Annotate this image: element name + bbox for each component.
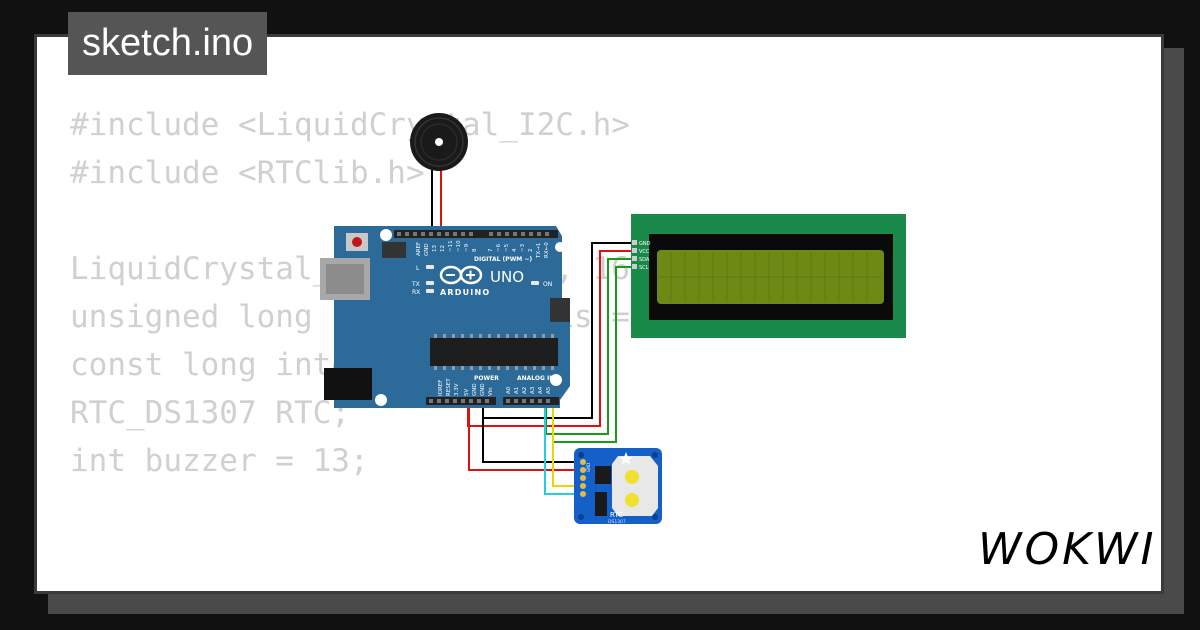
- led-rx: [426, 289, 434, 293]
- pin-label: 7: [488, 248, 494, 252]
- pin-label: A0: [506, 386, 512, 394]
- analog-header-label: ANALOG IN: [517, 375, 554, 382]
- led-label-on: ON: [543, 281, 552, 288]
- pin-label: 12: [440, 245, 446, 252]
- lcd-pin-label: SCL: [639, 265, 649, 271]
- code-line: #include <RTClib.h>: [70, 155, 425, 191]
- pin-label: TX→1: [536, 243, 542, 259]
- power-jack: [324, 368, 372, 400]
- lcd-pin-label: SDA: [639, 257, 650, 263]
- pin-label: GND: [472, 383, 478, 396]
- pin-label: GND: [480, 383, 486, 396]
- led-label-rx: RX: [412, 289, 420, 296]
- arduino-uno-board[interactable]: AREF GND 13 12 ~11 ~10 ~9 8 7 ~6 ~5 4 ~3…: [320, 226, 570, 408]
- code-line: RTC_DS1307 RTC;: [70, 395, 350, 431]
- code-line: void setup() {: [70, 581, 723, 591]
- lcd-pin-label: GND: [639, 241, 651, 247]
- file-tab-title[interactable]: sketch.ino: [68, 12, 268, 75]
- led-tx: [426, 281, 434, 285]
- rtc-pin-label: GND: [586, 463, 591, 472]
- led-l: [426, 265, 434, 269]
- pin-label: ~6: [496, 243, 502, 252]
- lcd-char-grid: [659, 252, 882, 302]
- wire-rtc-sda[interactable]: [552, 400, 583, 487]
- code-line: int buzzer = 13;: [70, 443, 369, 479]
- led-label-l: L: [416, 265, 420, 272]
- pin-label: 4: [512, 248, 518, 252]
- pin-label: A2: [522, 387, 528, 394]
- pin-label: 8: [472, 248, 478, 252]
- led-on: [531, 281, 539, 285]
- arduino-model: UNO: [490, 268, 524, 286]
- pin-label-gnd: GND: [424, 243, 430, 256]
- icsp-header: [382, 242, 570, 322]
- power-header-label: POWER: [474, 375, 499, 382]
- rtc-label: RTC: [610, 511, 623, 519]
- wire-rtc-scl[interactable]: [544, 400, 583, 495]
- rtc-chip-label: DS1307: [608, 519, 626, 525]
- pin-label: 5V: [464, 389, 470, 396]
- pin-label: 2: [528, 249, 534, 253]
- star-logo-icon: [619, 452, 633, 465]
- led-label-tx: TX: [411, 281, 420, 288]
- pin-label: ~9: [464, 243, 470, 252]
- buzzer[interactable]: [410, 113, 468, 171]
- digital-header: [394, 230, 558, 238]
- wire-rtc-gnd[interactable]: [482, 400, 583, 463]
- arduino-infinity-icon: [439, 265, 483, 285]
- pin-label: ~3: [520, 243, 526, 252]
- pin-label: A5: [546, 386, 552, 394]
- rtc-module[interactable]: GND RTC DS1307: [574, 448, 662, 525]
- pin-label: 13: [432, 245, 438, 252]
- pin-label-aref: AREF: [416, 242, 422, 256]
- pin-label: A1: [514, 387, 520, 394]
- pin-label: IOREF: [438, 380, 444, 396]
- pin-label: A3: [530, 386, 536, 394]
- pin-label: 3.3V: [454, 383, 460, 396]
- pin-label: RESET: [446, 378, 452, 396]
- digital-header-label: DIGITAL (PWM ~): [474, 256, 532, 263]
- atmega-chip: [430, 338, 558, 366]
- pin-label: ~11: [448, 240, 454, 252]
- lcd-display[interactable]: GND VCC SDA SCL: [631, 214, 906, 338]
- rtc-chip: [595, 466, 611, 484]
- pin-label: Vin: [488, 387, 494, 396]
- pin-label: RX←0: [544, 242, 550, 258]
- arduino-brand: ARDUINO: [440, 288, 490, 297]
- lcd-pin-label: VCC: [639, 249, 650, 255]
- pin-label: ~10: [456, 240, 462, 252]
- wires: [431, 170, 634, 495]
- wokwi-logo: WOKWI: [978, 524, 1157, 575]
- pin-label: ~5: [504, 243, 510, 252]
- battery-holder: [612, 456, 658, 516]
- pin-label: A4: [538, 386, 544, 394]
